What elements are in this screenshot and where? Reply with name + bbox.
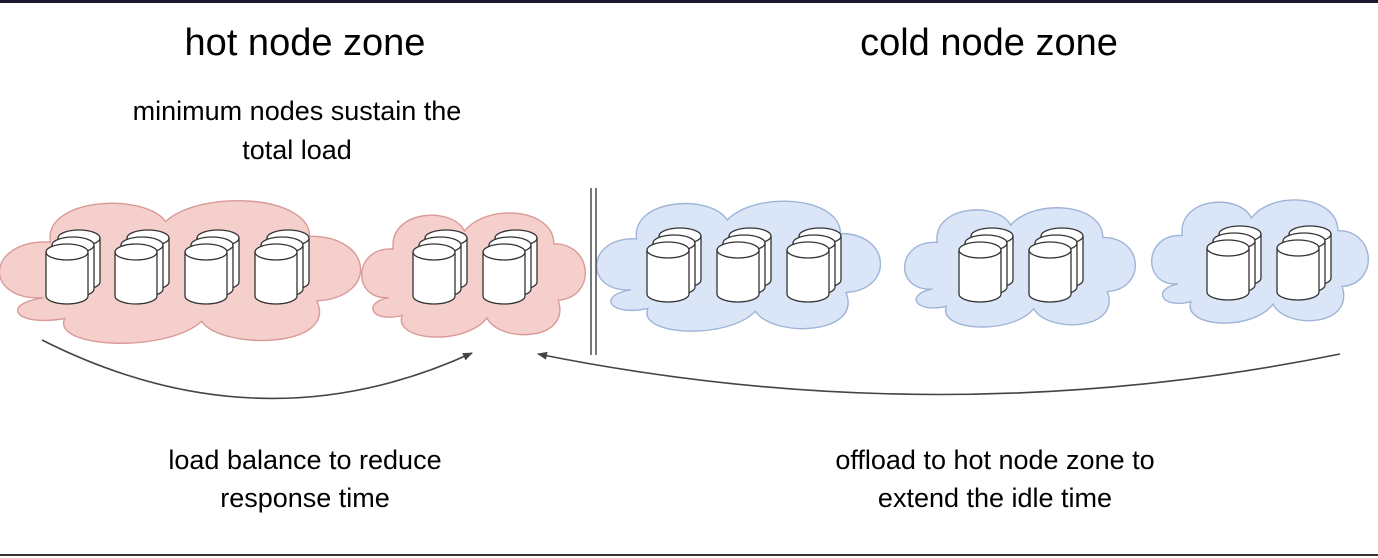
cold-zone-caption-line1: offload to hot node zone to xyxy=(835,445,1155,475)
hot-zone-caption-line2: response time xyxy=(220,483,390,513)
cold-cluster-1-cloud xyxy=(595,200,882,332)
node-cylinder-icon xyxy=(254,243,298,305)
node-stack xyxy=(45,229,101,305)
node-cylinder-icon xyxy=(482,243,526,305)
node-cylinder-icon xyxy=(1276,239,1320,301)
node-stack xyxy=(114,229,170,305)
hot-zone-title: hot node zone xyxy=(184,22,426,64)
node-cylinder-icon xyxy=(184,243,228,305)
hot-cluster-2-cloud xyxy=(361,212,586,338)
hot-cluster-1-cloud xyxy=(0,200,362,344)
cold-zone-caption-line2: extend the idle time xyxy=(877,483,1113,513)
top-frame-bar xyxy=(0,0,1378,3)
node-cylinder-icon xyxy=(1028,241,1072,303)
offload-arrow xyxy=(537,351,1341,396)
hot-zone-subtitle-line2: total load xyxy=(242,135,352,165)
node-stack xyxy=(716,227,772,303)
hot-zone-subtitle-line1: minimum nodes sustain the xyxy=(132,96,462,126)
node-stack xyxy=(412,229,468,305)
load-balance-arrow xyxy=(41,339,473,400)
node-cylinder-icon xyxy=(1206,239,1250,301)
cold-cluster-2-cloud xyxy=(904,207,1136,328)
hot-zone-caption-line1: load balance to reduce xyxy=(168,445,442,475)
node-stack xyxy=(254,229,310,305)
node-cylinder-icon xyxy=(958,241,1002,303)
node-stack xyxy=(482,229,538,305)
node-stack xyxy=(958,227,1014,303)
zone-divider xyxy=(590,188,597,355)
node-cylinder-icon xyxy=(786,241,830,303)
node-cylinder-icon xyxy=(646,241,690,303)
node-cylinder-icon xyxy=(716,241,760,303)
bottom-frame-line xyxy=(0,554,1378,556)
node-stack xyxy=(1276,225,1332,301)
node-cylinder-icon xyxy=(114,243,158,305)
node-stack xyxy=(1206,225,1262,301)
node-stack xyxy=(646,227,702,303)
cold-cluster-3-cloud xyxy=(1151,199,1369,324)
node-stack xyxy=(1028,227,1084,303)
node-stack xyxy=(786,227,842,303)
node-cylinder-icon xyxy=(45,243,89,305)
node-cylinder-icon xyxy=(412,243,456,305)
cold-zone-title: cold node zone xyxy=(860,22,1118,64)
node-stack xyxy=(184,229,240,305)
